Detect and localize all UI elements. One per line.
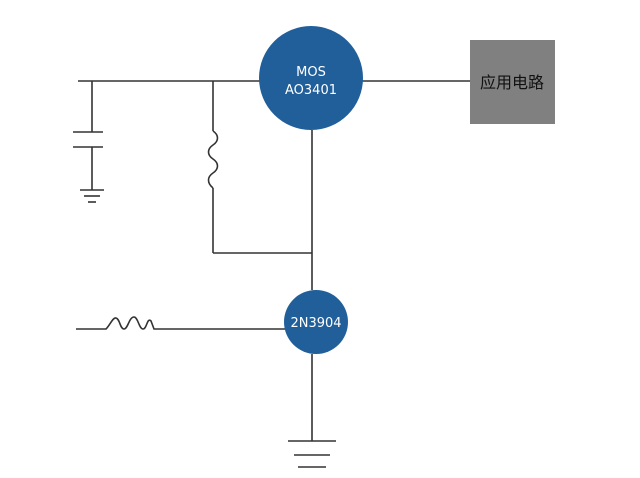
mos-label-line1: MOS <box>296 65 326 80</box>
base-resistor <box>76 316 285 330</box>
load-label: 应用电路 <box>480 73 544 92</box>
mos-node: MOS AO3401 <box>259 26 363 130</box>
pullup-resistor <box>207 130 219 189</box>
bjt-label: 2N3904 <box>290 316 341 331</box>
mos-circle <box>259 26 363 130</box>
mos-label-line2: AO3401 <box>285 83 337 98</box>
load-box: 应用电路 <box>470 40 555 124</box>
capacitor-ground-symbol <box>80 189 104 203</box>
load-rect <box>470 40 555 124</box>
bjt-circle <box>284 290 348 354</box>
bjt-ground-symbol <box>288 440 336 468</box>
bjt-node: 2N3904 <box>284 290 348 354</box>
